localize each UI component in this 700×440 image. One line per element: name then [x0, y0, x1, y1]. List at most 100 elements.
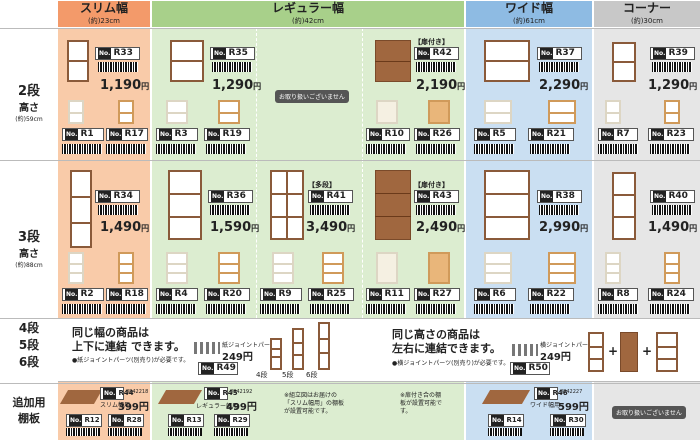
shelf-R7-image [605, 100, 621, 124]
tag-R3: No.R3 [156, 128, 198, 141]
vertical-join-title3: できます。 [131, 340, 185, 353]
barcode-R8 [598, 304, 638, 314]
horizontal-join-text: 同じ高さの商品は 左右に連結できます。 [392, 328, 501, 356]
shelf-R5-image [484, 100, 512, 124]
header-wide-width: (約)61cm [512, 17, 546, 25]
shelf-R43-image [375, 170, 411, 240]
barcode-R10 [366, 144, 406, 154]
side-join-unit-1 [588, 332, 604, 372]
tag-R49: No.R49 [198, 362, 238, 375]
header-wide: ワイド幅 (約)61cm [466, 1, 592, 27]
tag-R27: No.R27 [414, 288, 460, 301]
tag-R50: No.R50 [510, 362, 550, 375]
tag-R35: No.R35 [210, 47, 255, 60]
header-corner-title: コーナー [622, 1, 671, 15]
shelf-R6-image [484, 252, 512, 284]
header-wide-title: ワイド幅 [504, 1, 553, 15]
horizontal-joint-price: 249円 [540, 352, 571, 363]
tag-R5: No.R5 [474, 128, 516, 141]
shelf-R42-door-line [375, 61, 411, 62]
row-divider-4 [0, 383, 700, 384]
shelf-R25-image [322, 252, 344, 284]
tag-R25: No.R25 [308, 288, 354, 301]
barcode-R11 [366, 304, 406, 314]
shelf-R3-image [166, 100, 188, 124]
barcode-R30 [550, 428, 584, 436]
regular-divider-2 [362, 28, 363, 318]
label-R43: 【扉付き】 [414, 181, 449, 189]
tag-R36: No.R36 [208, 190, 253, 203]
shelf-R24-image [664, 252, 680, 284]
tag-R9: No.R9 [260, 288, 302, 301]
tag-R38: No.R38 [537, 190, 582, 203]
tag-R19: No.R19 [204, 128, 250, 141]
barcode-text-R45: 8842192 [230, 389, 253, 395]
shelf-R37-image [484, 40, 530, 82]
level-5dan: 5段 [282, 371, 294, 379]
barcode-R18 [106, 304, 146, 314]
label-R41: 【多段】 [308, 181, 336, 189]
barcode-R42 [416, 62, 456, 72]
shelf-R26-image [428, 100, 450, 124]
barcode-R33 [98, 62, 138, 72]
barcode-R37 [539, 62, 579, 72]
shelf-R33-image [67, 40, 89, 82]
barcode-R9 [260, 304, 300, 314]
barcode-R24 [650, 304, 690, 314]
row-3dan-size: (約)88cm [15, 262, 43, 269]
price-R41: 3,490円 [306, 220, 356, 235]
shelf-R40-image [612, 172, 636, 240]
barcode-R13 [168, 428, 202, 436]
shelf-R34-image [70, 170, 92, 248]
tag-R45: No.R45 [204, 387, 238, 400]
header-regular: レギュラー幅 (約)42cm [152, 1, 464, 27]
tag-R18: No.R18 [106, 288, 148, 301]
barcode-R14 [488, 428, 522, 436]
header-slim-width: (約)23cm [87, 17, 121, 25]
price-R35: 1,290円 [212, 78, 262, 93]
board-note-1: ※組立図はお届けの「スリム幅用」の棚板が設置可能です。 [284, 392, 345, 415]
side-join-unit-3 [656, 332, 678, 372]
shelf-R9-image [272, 252, 294, 284]
barcode-R1 [62, 144, 102, 154]
tag-R29: No.R29 [214, 414, 250, 427]
price-R43: 2,490円 [416, 220, 466, 235]
tag-R17: No.R17 [106, 128, 148, 141]
tag-R13: No.R13 [168, 414, 204, 427]
vertical-join-note: ●紙ジョイントパーツ(別売り)が必要です。 [72, 357, 190, 364]
barcode-R26 [416, 144, 456, 154]
not-available-note-board: お取り扱いございません [612, 406, 686, 419]
barcode-R23 [650, 144, 690, 154]
shelf-R41-image [270, 170, 304, 240]
header-slim: スリム幅 (約)23cm [58, 1, 150, 27]
tag-R7: No.R7 [598, 128, 638, 141]
barcode-R43 [416, 205, 456, 215]
tag-R22: No.R22 [528, 288, 574, 301]
tag-R44: No.R44 [100, 387, 134, 400]
barcode-R6 [474, 304, 514, 314]
row-divider-1 [0, 28, 700, 29]
barcode-R25 [310, 304, 350, 314]
shelf-R8-image [605, 252, 621, 284]
tag-R2: No.R2 [62, 288, 104, 301]
price-R46: 599円 [558, 402, 589, 413]
not-available-note-2dan: お取り扱いございません [275, 90, 349, 103]
header-corner-width: (約)30cm [630, 17, 664, 25]
barcode-R36 [210, 205, 250, 215]
tag-R37: No.R37 [537, 47, 582, 60]
label-R44: スリム幅用 [100, 402, 131, 409]
barcode-text-R44: 8842218 [126, 389, 149, 395]
horizontal-join-title1: 同じ高さの商品は [392, 328, 480, 341]
tag-R34: No.R34 [95, 190, 140, 203]
row-2dan-sub: 高さ [19, 103, 39, 114]
header-regular-title: レギュラー幅 [271, 1, 344, 15]
shelf-R43-door-line2 [375, 216, 411, 217]
row-label-2dan: 2段 高さ (約)59cm [0, 80, 58, 123]
price-R34: 1,490円 [100, 220, 150, 235]
shelf-R10-image [376, 100, 398, 124]
row-label-456dan: 4段 5段 6段 [18, 321, 40, 369]
tag-R23: No.R23 [648, 128, 694, 141]
horizontal-joint-label: 横ジョイントパーツ [540, 342, 594, 349]
price-R40: 1,490円 [648, 220, 698, 235]
tag-R43: No.R43 [414, 190, 459, 203]
